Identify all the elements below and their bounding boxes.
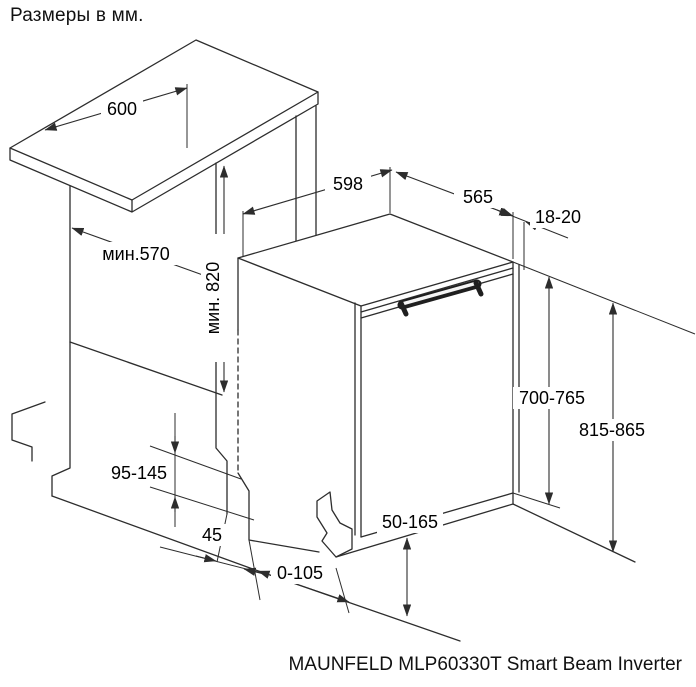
niche-floor	[69, 341, 223, 396]
adjustable-foot	[316, 491, 353, 558]
dishwasher	[237, 213, 520, 558]
dim-niche-height-label: мин. 820	[203, 262, 223, 334]
dim-overall-height-label: 815-865	[579, 420, 645, 440]
top-reference-line	[512, 261, 696, 335]
door-handle	[397, 279, 484, 317]
dim-width-label: 598	[333, 174, 363, 194]
side-panel-lower	[237, 472, 320, 553]
dim-plinth-height-label: 95-145	[111, 463, 167, 483]
dim-floor-gap-label: 50-165	[382, 512, 438, 532]
floor-lines	[51, 495, 636, 642]
plinth-line-lower	[149, 486, 255, 521]
dim-facade-thickness-label: 18-20	[535, 207, 581, 227]
dim-facade-height-label: 700-765	[519, 388, 585, 408]
dim-counter-width-label: 600	[107, 99, 137, 119]
dim-depth-label: 565	[463, 187, 493, 207]
left-plinth-step	[11, 401, 46, 462]
cabinet-right-panel	[295, 105, 317, 242]
dimension-labels: 600 мин.570 мин. 820 598 565 18-20 700-7…	[94, 97, 651, 584]
counter-front-strip	[9, 91, 319, 213]
page-title: Размеры в мм.	[10, 5, 144, 26]
dim-niche-depth-label: мин.570	[102, 244, 169, 264]
dim-side-clearance-label: 45	[202, 525, 222, 545]
floor-edge-right	[512, 503, 636, 563]
dishwasher-top	[237, 213, 514, 307]
dim-bottom-overhang-label: 0-105	[277, 563, 323, 583]
niche-left-wall	[51, 185, 71, 497]
counter-cabinet	[9, 39, 319, 515]
model-caption: MAUNFELD MLP60330T Smart Beam Inverter	[288, 654, 682, 675]
counter-top-surface	[9, 39, 319, 201]
plinth-line-upper	[149, 445, 242, 480]
